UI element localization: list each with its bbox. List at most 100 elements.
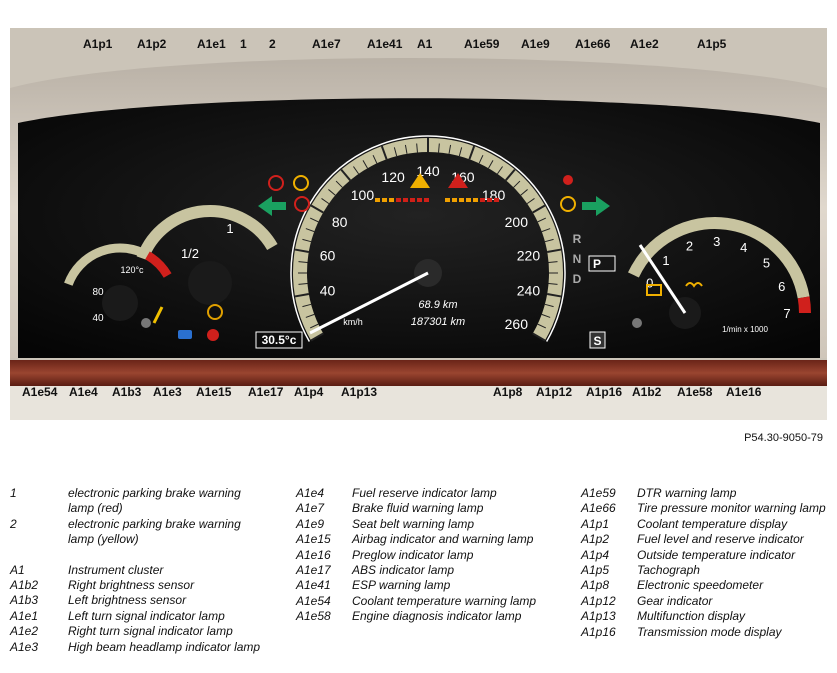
callout-top-1: 1 [240,37,247,51]
callout-bottom-a1e54: A1e54 [22,385,58,399]
speed-tick-mark [544,238,554,243]
preglow-icon [685,282,703,288]
callout-top-a1e9: A1e9 [521,37,550,51]
speed-tick-mark [310,332,324,342]
speedometer-needle [309,271,429,335]
legend-code: A1e41 [296,578,331,593]
speed-tick-mark [353,166,360,175]
speed-tick-mark [468,145,476,160]
legend-description: Right brightness sensor [68,578,195,593]
speed-tick-label: 80 [332,214,348,230]
legend-code: A1e59 [581,486,616,500]
legend-code: A1b3 [10,593,39,608]
legend-code: A1e1 [10,608,39,623]
speed-tick-label: 140 [416,163,440,179]
legend-description: Left brightness sensor [68,593,187,608]
legend-code: A1p4 [581,547,610,562]
dtr-bar-left [403,198,408,202]
legend-code: A1e66 [581,501,616,516]
speed-tick-label: 40 [320,283,336,299]
speed-tick-mark [321,198,330,205]
legend-description: Coolant temperature display [637,516,788,531]
legend-description: Seat belt warning lamp [352,516,475,531]
tach-tick-label: 1 [662,253,669,268]
tach-tick-label: 4 [740,240,747,255]
left-brightness-sensor [141,318,151,328]
speed-tick-mark [362,160,368,169]
legend-code: A1e16 [296,547,331,562]
callout-top-a1e2: A1e2 [630,37,659,51]
legend-code: A1e58 [296,609,331,624]
legend-description: Electronic speedometer [637,578,764,593]
legend-code: 2 [10,516,17,531]
speed-tick-mark [305,228,315,233]
callout-top-a1: A1 [417,37,433,51]
legend-code: A1e54 [296,593,331,608]
legend-description: Outside temperature indicator [637,547,796,562]
speed-tick-mark [328,189,336,196]
trip-display: 68.9 km [418,299,457,311]
callout-top-a1e7: A1e7 [312,37,341,51]
abs-icon [207,304,223,320]
legend-description: Gear indicator [637,593,713,608]
legend-code: A1e3 [10,639,39,654]
dtr-bar-left [417,198,422,202]
engine-diagnosis-icon [646,284,662,296]
lower-trim [10,386,827,420]
legend-code: A1b2 [10,578,39,593]
legend-row: A1p16 Transmission mode display [581,625,827,640]
speed-tick-mark [310,204,324,214]
callout-top-a1e66: A1e66 [575,37,611,51]
km-h-unit: km/h [343,317,363,327]
coolant-tick-120: 120°c [120,265,144,275]
speed-tick-mark [505,168,516,181]
dtr-bar-left [424,198,429,202]
fuel-gauge-hub [188,261,232,305]
gear-letter-d: D [573,272,582,286]
right-turn-signal-icon [582,196,610,216]
speed-tick-mark [393,147,398,157]
callout-bottom-a1p8: A1p8 [493,385,523,399]
dtr-bar-right [473,198,478,202]
legend-description: Coolant temperature warning lamp [352,593,537,608]
speed-tick-mark [532,204,546,214]
speed-tick-mark [537,217,547,223]
coolant-tick-40: 40 [92,313,104,324]
speed-tick-mark [496,166,503,175]
speed-tick-mark [546,293,562,298]
speed-tick-mark [416,143,418,153]
callout-bottom-a1p13: A1p13 [341,385,378,399]
gear-selected-letter: P [593,257,601,271]
callout-bottom-a1b2: A1b2 [632,385,662,399]
fuel-tick-half: 1/2 [181,246,199,261]
callout-bottom-a1e3: A1e3 [153,385,182,399]
legend-code: A1p16 [581,624,616,639]
legend-code: A1e7 [296,501,325,516]
legend-code: A1p5 [581,563,610,578]
coolant-gauge-hub [102,285,138,321]
callout-top-a1e59: A1e59 [464,37,500,51]
dtr-bar-right [494,198,499,202]
speedometer-outer-ring [290,135,566,342]
seat-belt-icon [563,175,573,185]
legend-description: Airbag indicator and warning lamp [352,532,534,547]
fuel-reserve-marker [152,306,164,324]
brake-fluid-icon [294,196,310,212]
legend-description: electronic parking brake warning lamp (r… [68,486,241,516]
callout-bottom-a1e58: A1e58 [677,385,713,399]
legend-description: Transmission mode display [637,624,782,639]
speed-tick-label: 120 [381,169,405,185]
callout-top-a1p2: A1p2 [137,37,167,51]
legend-code: A1 [10,562,25,577]
speed-tick-mark [372,154,378,164]
